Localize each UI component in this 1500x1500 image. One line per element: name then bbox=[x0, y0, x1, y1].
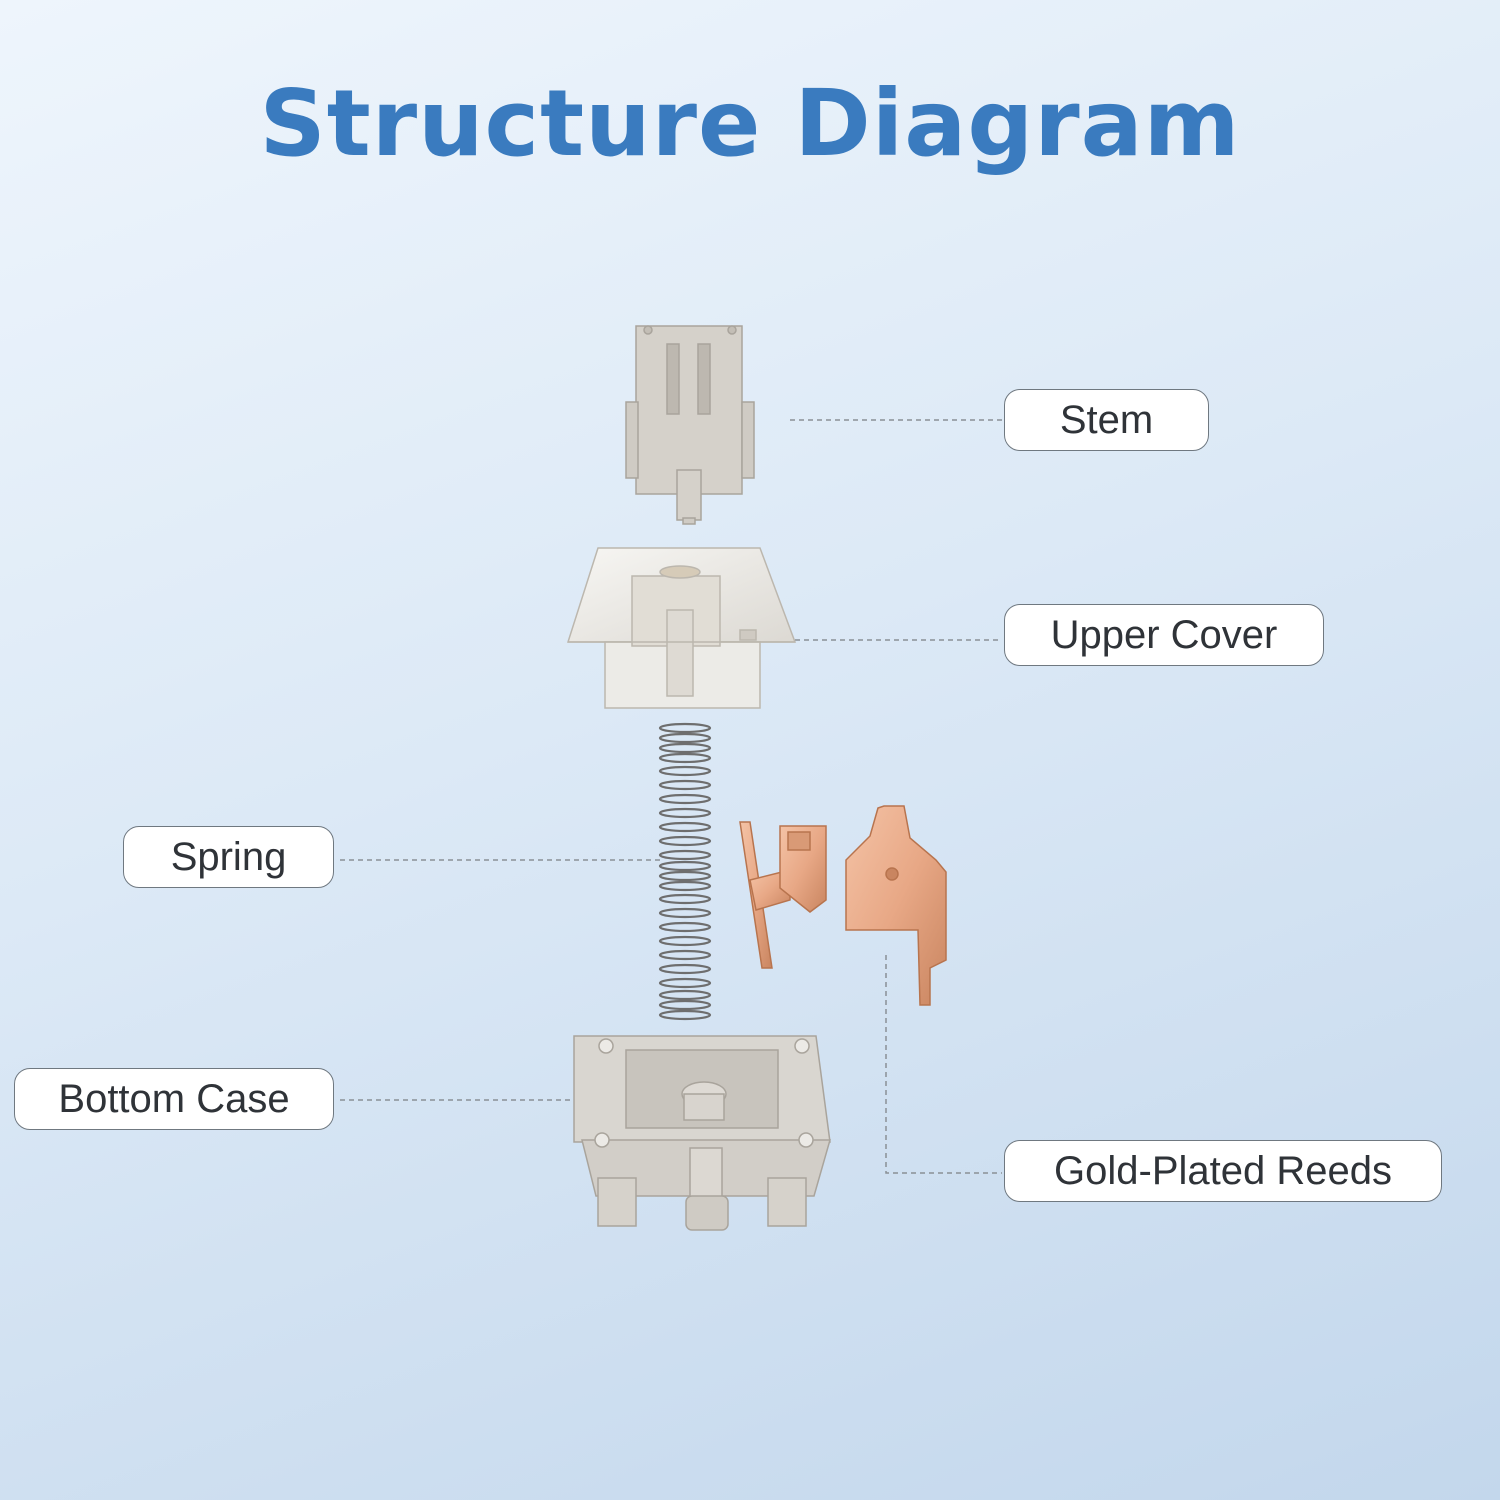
label-spring: Spring bbox=[123, 826, 334, 888]
bottom-case-part bbox=[573, 1035, 831, 1231]
stem-part bbox=[625, 325, 755, 525]
reeds-part bbox=[739, 805, 947, 1006]
upper-cover-part bbox=[566, 547, 797, 709]
page-title: Structure Diagram bbox=[259, 70, 1241, 177]
reeds-leader-line bbox=[885, 955, 1002, 1174]
spring-part bbox=[658, 722, 712, 1021]
label-upper-cover: Upper Cover bbox=[1004, 604, 1324, 666]
label-bottom-case: Bottom Case bbox=[14, 1068, 334, 1130]
label-gold-plated-reeds: Gold-Plated Reeds bbox=[1004, 1140, 1442, 1202]
leader-lines bbox=[340, 419, 1002, 1174]
label-stem: Stem bbox=[1004, 389, 1209, 451]
